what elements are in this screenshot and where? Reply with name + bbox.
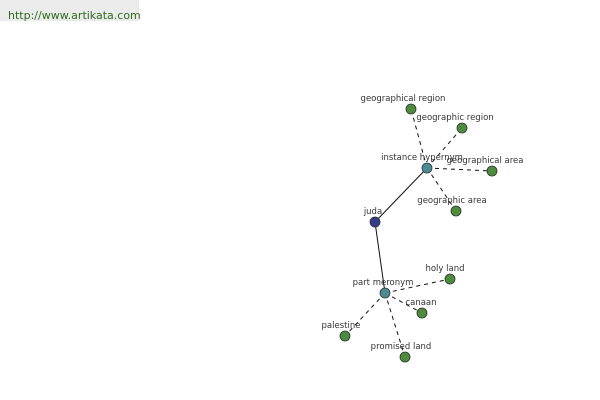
node-palestine[interactable] (339, 330, 351, 342)
edge-instance-hypernym-to-geographic-region (426, 127, 463, 169)
edge-part-meronym-to-holy-land (384, 278, 451, 294)
node-label-instance-hypernym: instance hypernym (381, 153, 463, 163)
node-geographic-region[interactable] (456, 122, 468, 134)
node-label-geographic-area: geographic area (417, 196, 486, 206)
edge-part-meronym-to-promised-land (384, 292, 406, 358)
edge-instance-hypernym-to-geographic-area (426, 167, 457, 212)
node-label-canaan: canaan (405, 298, 436, 308)
node-label-holy-land: holy land (425, 264, 464, 274)
edge-part-meronym-to-canaan (384, 292, 423, 314)
node-label-geographic-region: geographic region (416, 113, 493, 123)
node-geographical-area[interactable] (486, 165, 498, 177)
edge-part-meronym-to-palestine (344, 292, 386, 337)
node-part-meronym[interactable] (379, 287, 391, 299)
edge-instance-hypernym-to-geographical-area (426, 167, 493, 172)
node-label-geographical-area: geographical area (447, 156, 524, 166)
node-label-promised-land: promised land (371, 342, 432, 352)
site-url-badge: http://www.artikata.com (0, 0, 141, 22)
node-label-palestine: palestine (322, 321, 361, 331)
node-label-part-meronym: part meronym (353, 278, 414, 288)
site-url-link[interactable]: http://www.artikata.com (8, 9, 141, 22)
node-juda[interactable] (369, 216, 381, 228)
node-label-juda: juda (363, 207, 382, 217)
node-instance-hypernym[interactable] (421, 162, 433, 174)
node-canaan[interactable] (416, 307, 428, 319)
node-geographical-region[interactable] (405, 103, 417, 115)
edge-juda-to-part-meronym (374, 221, 386, 294)
edge-instance-hypernym-to-geographical-region (410, 108, 428, 169)
graph-edges (344, 108, 493, 358)
edge-juda-to-instance-hypernym (374, 167, 428, 223)
graph-labels: juda instance hypernym part meronym geograp… (322, 94, 524, 352)
node-geographic-area[interactable] (450, 205, 462, 217)
node-promised-land[interactable] (399, 351, 411, 363)
node-holy-land[interactable] (444, 273, 456, 285)
graph-nodes (339, 103, 498, 363)
node-label-geographical-region: geographical region (361, 94, 446, 104)
